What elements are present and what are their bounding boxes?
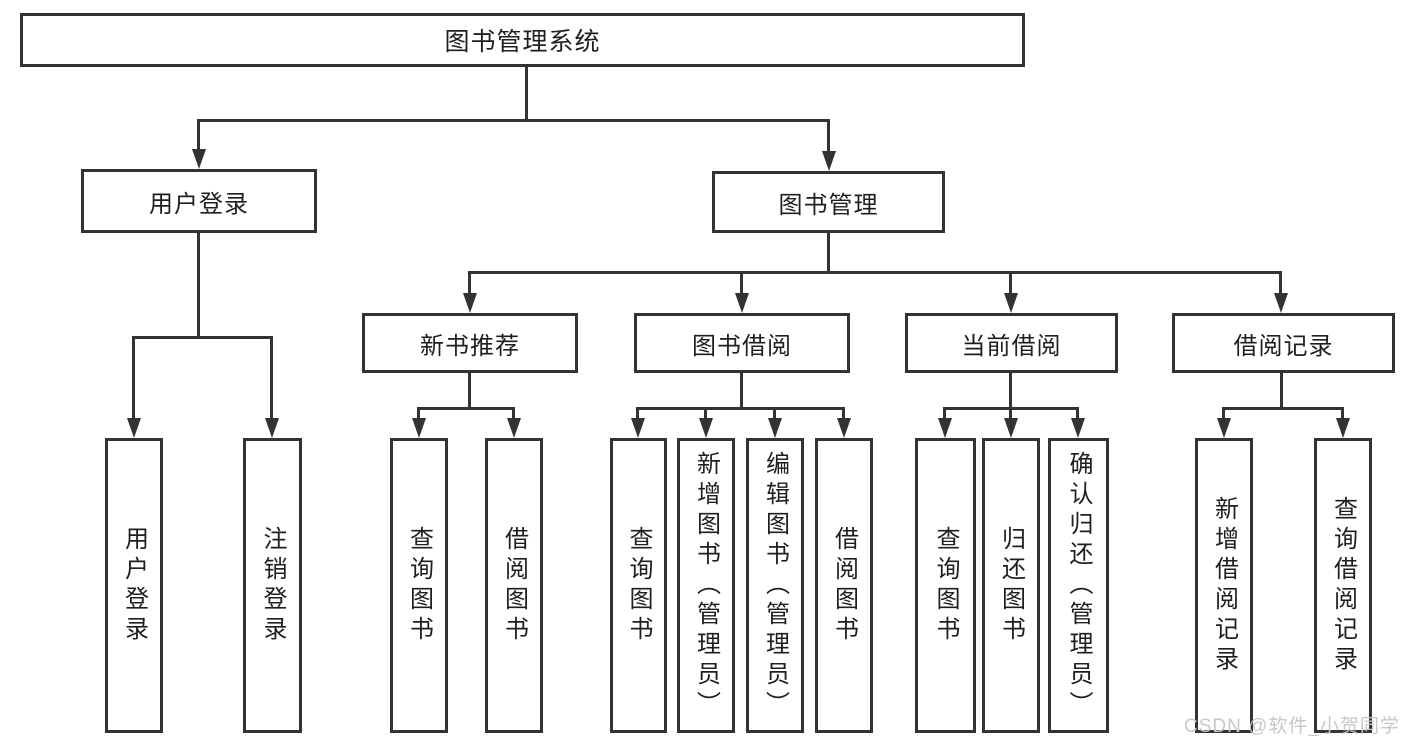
arrow-down-icon [412, 418, 426, 438]
leaf-borrow-edit-books-admin: 编辑图书（管理员） [746, 438, 804, 733]
arrow-down-icon [768, 418, 782, 438]
connector-line [270, 336, 273, 420]
connector-line [773, 407, 776, 420]
leaf-borrow-query-books-label: 查询图书 [625, 525, 652, 646]
connector-line [827, 233, 830, 271]
node-new-book-recommend: 新书推荐 [362, 313, 578, 373]
arrow-down-icon [1274, 293, 1288, 313]
leaf-newrec-query-books-label: 查询图书 [405, 525, 433, 646]
connector-line [827, 119, 830, 153]
arrow-down-icon [192, 149, 206, 169]
arrow-down-icon [699, 418, 713, 438]
connector-line [417, 407, 515, 410]
leaf-logout: 注销登录 [243, 438, 302, 733]
arrow-down-icon [837, 418, 851, 438]
arrow-down-icon [1336, 418, 1350, 438]
node-current-borrowing: 当前借阅 [905, 313, 1118, 373]
connector-line [1280, 373, 1283, 407]
connector-line [943, 407, 946, 420]
leaf-borrow-query-books: 查询图书 [610, 438, 667, 733]
connector-line [636, 407, 639, 420]
leaf-logout-label: 注销登录 [259, 525, 286, 646]
connector-line [197, 233, 200, 336]
leaf-borrow-borrow-books: 借阅图书 [815, 438, 873, 733]
connector-line [704, 407, 707, 420]
connector-line [1222, 407, 1225, 420]
leaf-borrow-borrow-books-label: 借阅图书 [830, 525, 858, 646]
leaf-borrow-add-books-admin: 新增图书（管理员） [677, 438, 735, 733]
leaf-borrow-edit-books-admin-label: 编辑图书（管理员） [761, 450, 789, 721]
leaf-current-confirm-return-admin: 确认归还（管理员） [1048, 438, 1109, 733]
connector-line [417, 407, 420, 420]
connector-line [740, 271, 743, 295]
leaf-current-return-books-label: 归还图书 [997, 525, 1025, 646]
arrow-down-icon [507, 418, 521, 438]
leaf-newrec-query-books: 查询图书 [390, 438, 448, 733]
node-book-management: 图书管理 [712, 171, 945, 233]
arrow-down-icon [463, 293, 477, 313]
connector-line [468, 373, 471, 407]
arrow-down-icon [822, 151, 836, 171]
leaf-borrow-add-books-admin-label: 新增图书（管理员） [692, 450, 720, 721]
arrow-down-icon [1004, 293, 1018, 313]
leaf-user-login-label: 用户登录 [120, 525, 148, 646]
connector-line [1009, 407, 1012, 420]
leaf-current-query-books-label: 查询图书 [932, 525, 959, 646]
connector-line [132, 336, 135, 420]
leaf-records-query-record-label: 查询借阅记录 [1329, 495, 1357, 676]
leaf-newrec-borrow-books: 借阅图书 [485, 438, 543, 733]
connector-line [1009, 271, 1012, 295]
connector-line [1279, 271, 1282, 295]
leaf-records-add-record: 新增借阅记录 [1195, 438, 1253, 733]
node-library-management-system: 图书管理系统 [20, 13, 1025, 67]
connector-line [740, 373, 743, 407]
arrow-down-icon [938, 418, 952, 438]
leaf-current-query-books: 查询图书 [915, 438, 976, 733]
arrow-down-icon [1217, 418, 1231, 438]
connector-line [512, 407, 515, 420]
node-borrowing-records: 借阅记录 [1172, 313, 1395, 373]
arrow-down-icon [631, 418, 645, 438]
arrow-down-icon [1071, 418, 1085, 438]
connector-line [468, 271, 1282, 274]
connector-line [468, 271, 471, 295]
leaf-user-login: 用户登录 [105, 438, 163, 733]
connector-line [636, 407, 845, 410]
arrow-down-icon [735, 293, 749, 313]
connector-line [197, 119, 830, 122]
connector-line [1222, 407, 1344, 410]
connector-line [842, 407, 845, 420]
leaf-current-confirm-return-admin-label: 确认归还（管理员） [1065, 450, 1092, 721]
csdn-watermark: CSDN @软件_小贺同学 [1184, 716, 1400, 737]
connector-line [132, 336, 273, 339]
arrow-down-icon [265, 418, 279, 438]
connector-line [525, 67, 528, 119]
node-book-borrowing: 图书借阅 [634, 313, 850, 373]
connector-line [1076, 407, 1079, 420]
node-user-login: 用户登录 [81, 169, 317, 233]
leaf-current-return-books: 归还图书 [982, 438, 1040, 733]
arrow-down-icon [1004, 418, 1018, 438]
leaf-newrec-borrow-books-label: 借阅图书 [500, 525, 528, 646]
leaf-records-add-record-label: 新增借阅记录 [1210, 495, 1238, 676]
arrow-down-icon [127, 418, 141, 438]
connector-line [1009, 373, 1012, 407]
connector-line [1341, 407, 1344, 420]
leaf-records-query-record: 查询借阅记录 [1314, 438, 1372, 733]
connector-line [197, 119, 200, 151]
